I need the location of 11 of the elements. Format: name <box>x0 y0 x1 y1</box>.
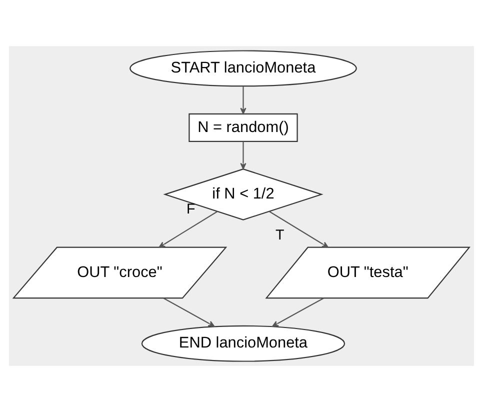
arrow <box>158 211 218 248</box>
arrow <box>240 86 246 114</box>
arrow <box>272 298 324 327</box>
edge-label: F <box>186 202 195 218</box>
arrow <box>240 142 246 170</box>
arrow <box>162 298 214 327</box>
node-ellipse: START lancioMoneta <box>129 50 356 87</box>
edge-label: T <box>275 227 284 244</box>
node-ellipse: END lancioMoneta <box>140 325 345 362</box>
arrow <box>268 211 328 248</box>
node-box: N = random() <box>188 113 298 142</box>
